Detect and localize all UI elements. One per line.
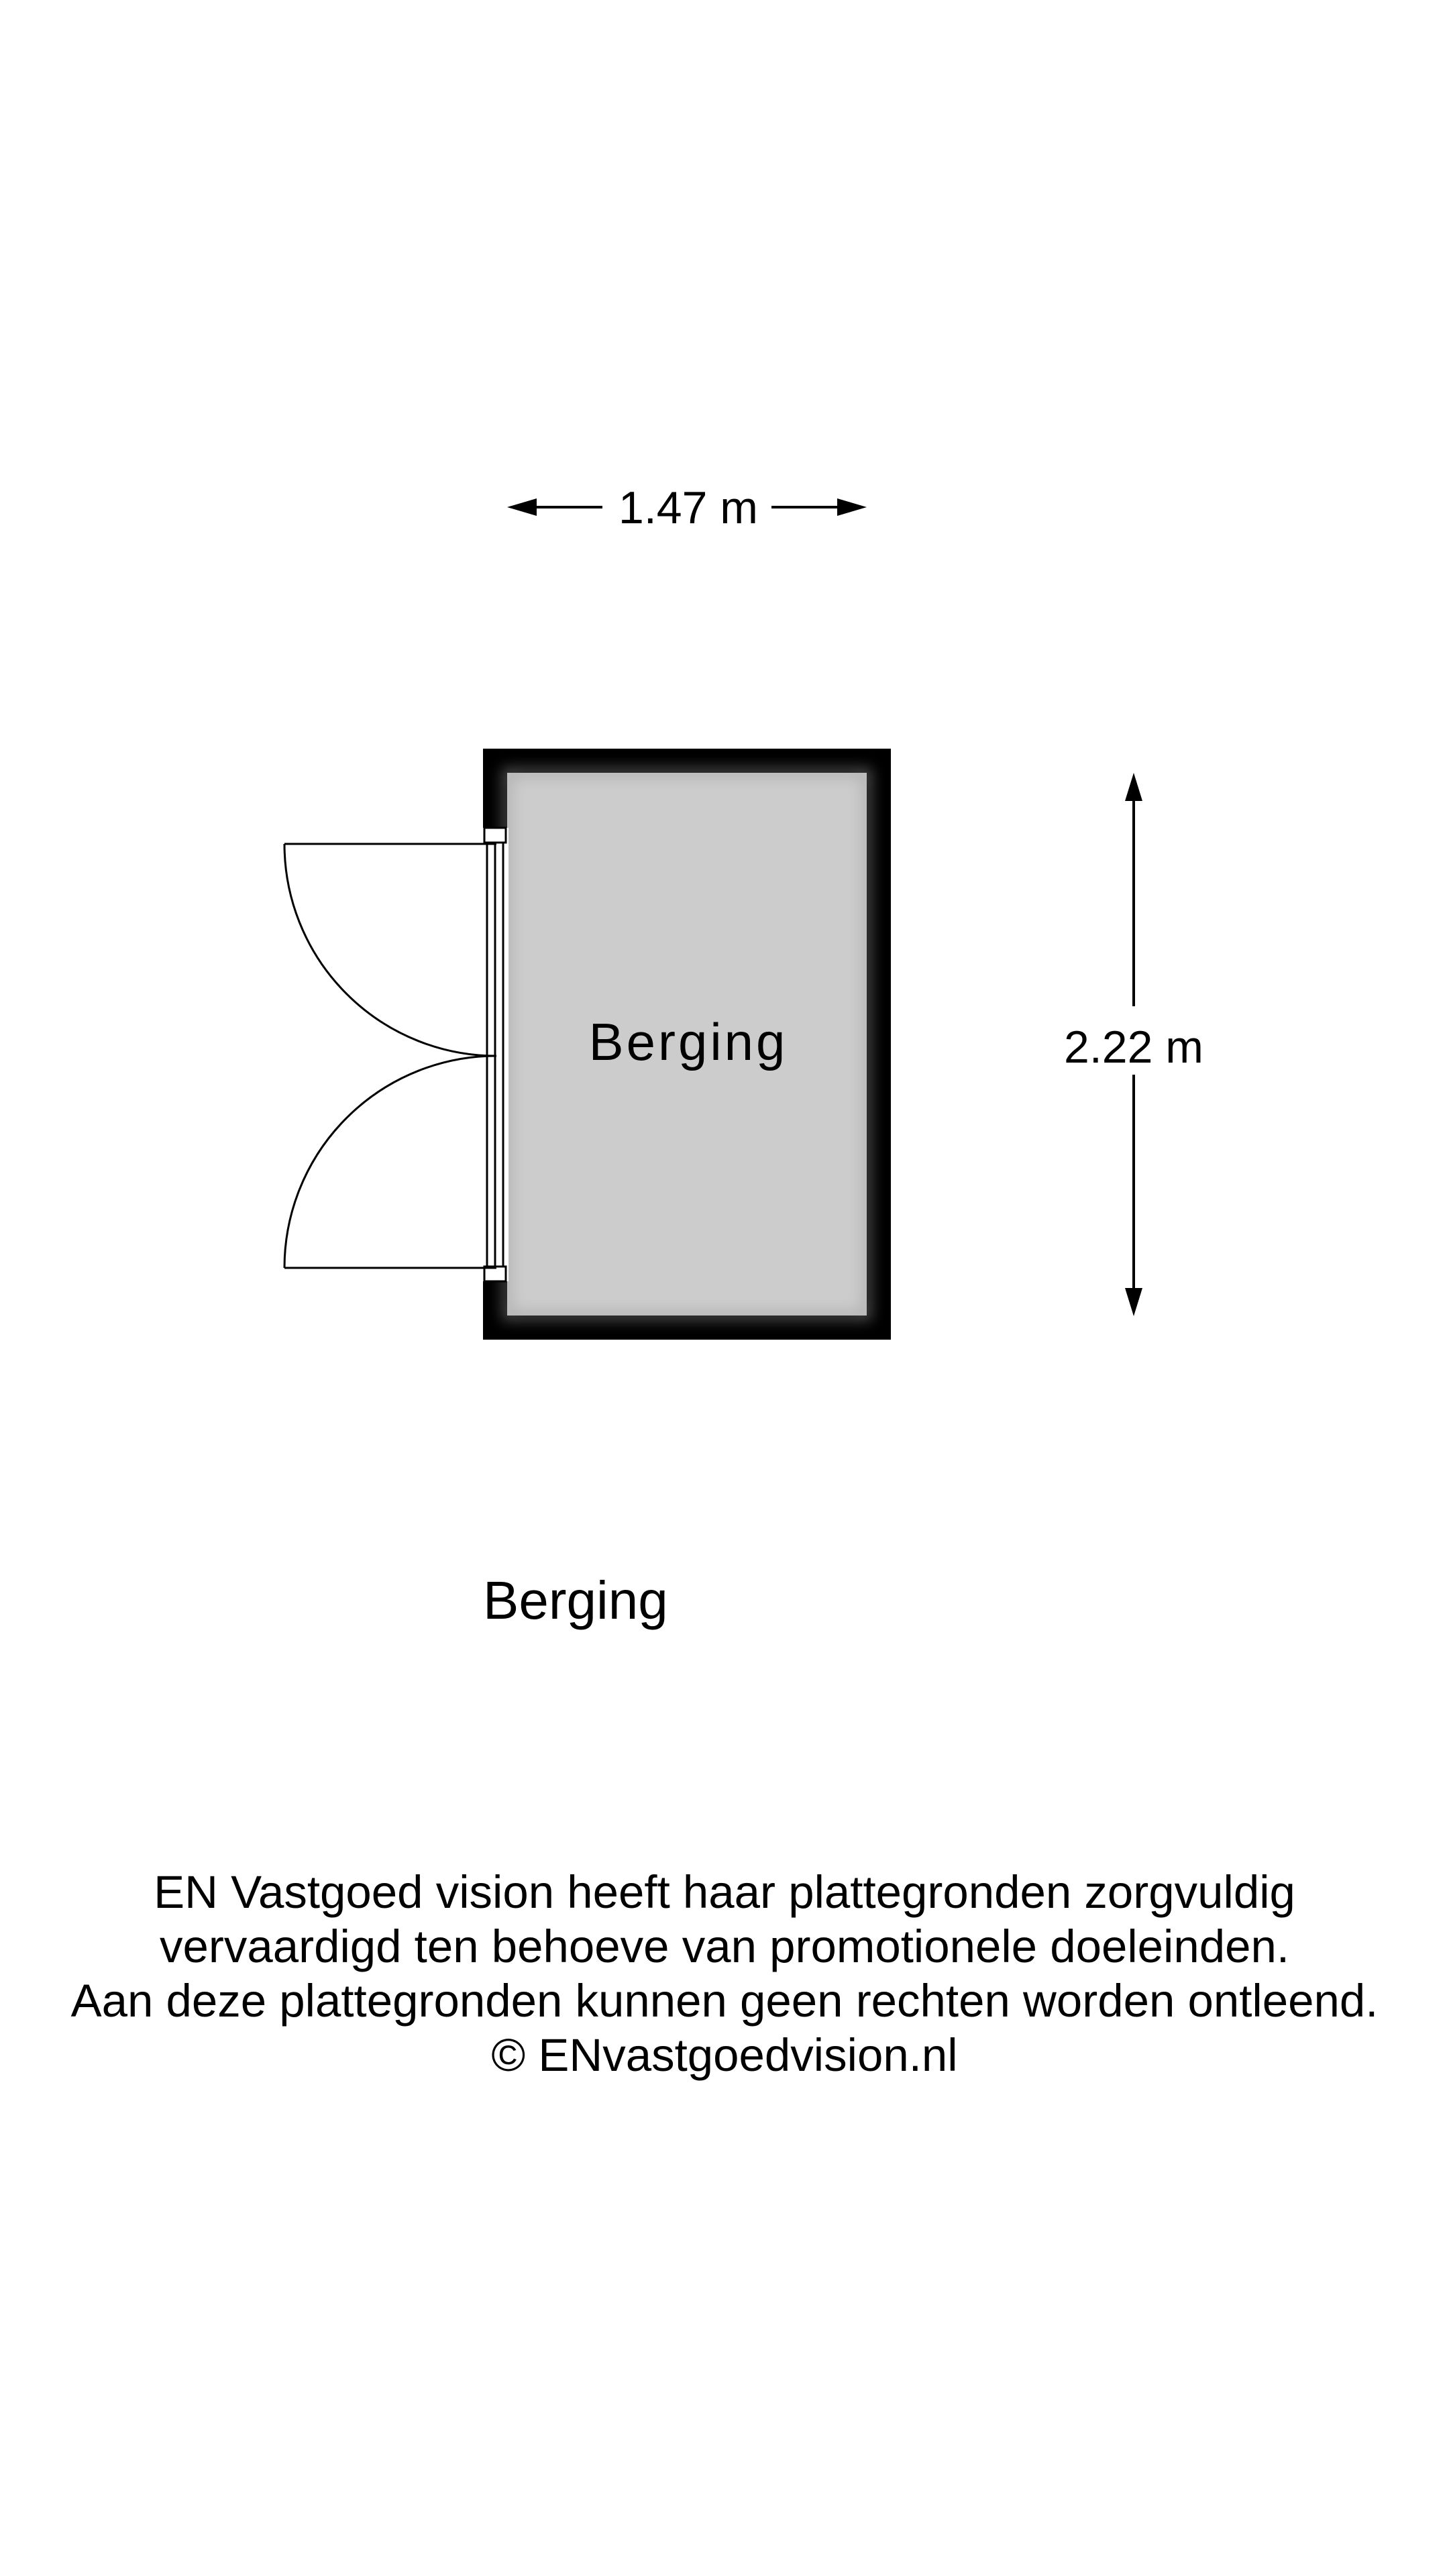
width-dimension-label: 1.47 m — [619, 482, 758, 533]
arrowhead-down-icon — [1125, 1288, 1142, 1316]
disclaimer-line-1: EN Vastgoed vision heeft haar plattegron… — [154, 1866, 1295, 1918]
arrowhead-left-icon — [507, 498, 537, 516]
arrowhead-up-icon — [1125, 773, 1142, 801]
door-swing-arc-bottom — [283, 1055, 497, 1269]
arrowhead-right-icon — [837, 498, 867, 516]
disclaimer: EN Vastgoed vision heeft haar plattegron… — [0, 1865, 1449, 2082]
double-door — [283, 843, 497, 1269]
room-name-label: Berging — [589, 1012, 788, 1071]
depth-dimension: 2.22 m — [1064, 773, 1203, 1316]
disclaimer-line-2: vervaardigd ten behoeve van promotionele… — [159, 1921, 1290, 1972]
room-berging: Berging — [482, 749, 891, 1340]
room-floor — [507, 773, 867, 1316]
disclaimer-line-3: Aan deze plattegronden kunnen geen recht… — [70, 1975, 1379, 2027]
width-dimension: 1.47 m — [507, 482, 867, 533]
door-jamb-top — [483, 826, 507, 844]
door-swing-arc-top — [283, 843, 497, 1057]
floor-title: Berging — [483, 1570, 668, 1630]
disclaimer-line-4: © ENvastgoedvision.nl — [491, 2029, 958, 2081]
depth-dimension-label: 2.22 m — [1064, 1022, 1203, 1073]
